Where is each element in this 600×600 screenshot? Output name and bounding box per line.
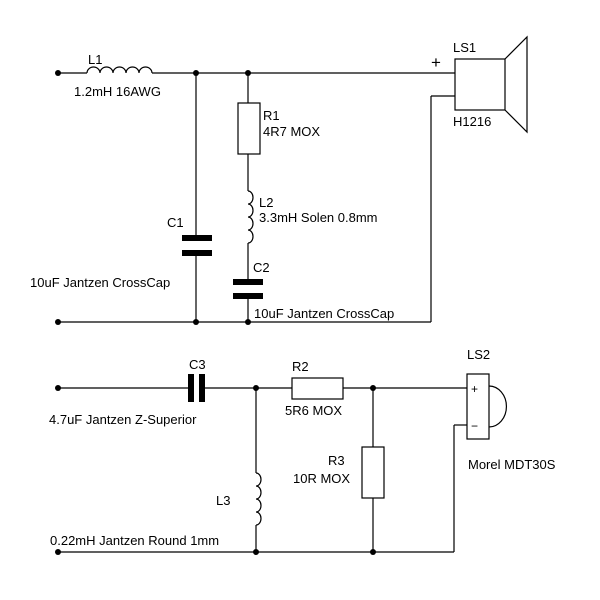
junction-dot	[370, 549, 376, 555]
c1-ref: C1	[167, 215, 184, 230]
resistor-r2-symbol	[291, 377, 344, 400]
ls2-plus-sign: +	[471, 382, 478, 396]
capacitor-c2-plate	[233, 293, 263, 299]
r1-ref: R1	[263, 108, 280, 123]
speaker-cone-icon	[504, 35, 528, 134]
resistor-r1-symbol	[237, 102, 261, 155]
r2-value: 5R6 MOX	[285, 403, 342, 418]
input-terminal-tweeter-positive	[55, 385, 61, 391]
tweeter-dome-icon	[488, 385, 508, 428]
inductor-l3-symbol	[255, 472, 262, 526]
c3-ref: C3	[189, 357, 206, 372]
junction-dot	[193, 319, 199, 325]
c3-value: 4.7uF Jantzen Z-Superior	[49, 412, 197, 427]
capacitor-c1-plate	[182, 235, 212, 241]
l1-value: 1.2mH 16AWG	[74, 84, 161, 99]
capacitor-c3-plate	[199, 374, 205, 402]
r3-value: 10R MOX	[293, 471, 350, 486]
junction-dot	[245, 319, 251, 325]
c2-value: 10uF Jantzen CrossCap	[254, 306, 394, 321]
resistor-r3-symbol	[361, 446, 385, 499]
speaker-magnet-body	[454, 58, 506, 111]
ls1-plus-sign: +	[431, 53, 441, 72]
input-terminal-woofer-positive	[55, 70, 61, 76]
ls1-model: H1216	[453, 114, 491, 129]
woofer-section: L1 1.2mH 16AWG C1 10uF Jantzen CrossCap …	[30, 35, 528, 325]
ls2-model: Morel MDT30S	[468, 457, 556, 472]
l2-value: 3.3mH Solen 0.8mm	[259, 210, 378, 225]
l3-ref: L3	[216, 493, 230, 508]
input-terminal-tweeter-negative	[55, 549, 61, 555]
l1-ref: L1	[88, 52, 102, 67]
r2-ref: R2	[292, 359, 309, 374]
input-terminal-woofer-negative	[55, 319, 61, 325]
tweeter-section: C3 4.7uF Jantzen Z-Superior R2 5R6 MOX L…	[49, 347, 556, 555]
inductor-l2-symbol	[247, 190, 254, 244]
r1-value: 4R7 MOX	[263, 124, 320, 139]
junction-dot	[253, 549, 259, 555]
ls2-ref: LS2	[467, 347, 490, 362]
r3-ref: R3	[328, 453, 345, 468]
capacitor-c1-plate	[182, 250, 212, 256]
ls1-ref: LS1	[453, 40, 476, 55]
ls2-minus-sign: −	[471, 419, 478, 433]
c2-ref: C2	[253, 260, 270, 275]
tweeter-body	[466, 373, 490, 440]
capacitor-c3-plate	[188, 374, 194, 402]
l2-ref: L2	[259, 195, 273, 210]
woofer-ls1: + LS1 H1216	[431, 35, 528, 134]
l3-value: 0.22mH Jantzen Round 1mm	[50, 533, 219, 548]
c1-value: 10uF Jantzen CrossCap	[30, 275, 170, 290]
capacitor-c2-plate	[233, 279, 263, 285]
tweeter-ls2: + − LS2 Morel MDT30S	[466, 347, 556, 472]
inductor-l1-symbol	[86, 66, 153, 74]
